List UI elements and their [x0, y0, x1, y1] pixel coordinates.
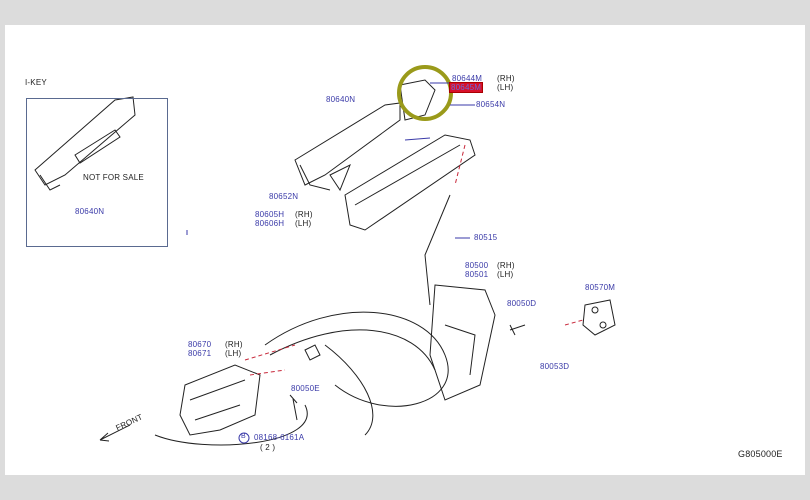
diagram-panel: I-KEY NOT FOR SALE 80640N 80644M (RH) 80…	[5, 25, 805, 475]
part-80605H[interactable]: 80605H	[255, 210, 285, 219]
part-80645M-highlighted[interactable]: 80645M	[448, 82, 484, 93]
rh-label: (RH)	[497, 74, 515, 83]
part-80515[interactable]: 80515	[474, 233, 498, 242]
i-key-inset	[26, 98, 168, 247]
highlight-circle	[397, 65, 453, 121]
lh-label: (LH)	[497, 83, 514, 92]
part-80652N[interactable]: 80652N	[269, 192, 299, 201]
bolt-quantity: ( 2 )	[260, 443, 276, 452]
lh-label: (LH)	[225, 349, 242, 358]
lh-label: (LH)	[497, 270, 514, 279]
part-80606H[interactable]: 80606H	[255, 219, 285, 228]
part-80501[interactable]: 80501	[465, 270, 489, 279]
parts-illustration	[34, 65, 616, 446]
part-80053D[interactable]: 80053D	[540, 362, 570, 371]
part-80050D[interactable]: 80050D	[507, 299, 537, 308]
bolt-circle-label: B	[241, 433, 246, 440]
part-80670[interactable]: 80670	[188, 340, 212, 349]
part-80671[interactable]: 80671	[188, 349, 212, 358]
rh-label: (RH)	[225, 340, 243, 349]
rh-label: (RH)	[497, 261, 515, 270]
part-80640N[interactable]: 80640N	[326, 95, 356, 104]
inset-title: I-KEY	[25, 78, 47, 87]
part-80050E[interactable]: 80050E	[291, 384, 320, 393]
part-80644M[interactable]: 80644M	[452, 74, 483, 83]
part-80500[interactable]: 80500	[465, 261, 489, 270]
part-08168-6161A[interactable]: 08168-6161A	[254, 433, 305, 442]
part-80570M[interactable]: 80570M	[585, 283, 616, 292]
diagram-code: G805000E	[738, 449, 783, 459]
inset-part-80640N[interactable]: 80640N	[75, 207, 105, 216]
part-80654N[interactable]: 80654N	[476, 100, 506, 109]
lh-label: (LH)	[295, 219, 312, 228]
rh-label: (RH)	[295, 210, 313, 219]
inset-note: NOT FOR SALE	[83, 173, 144, 182]
